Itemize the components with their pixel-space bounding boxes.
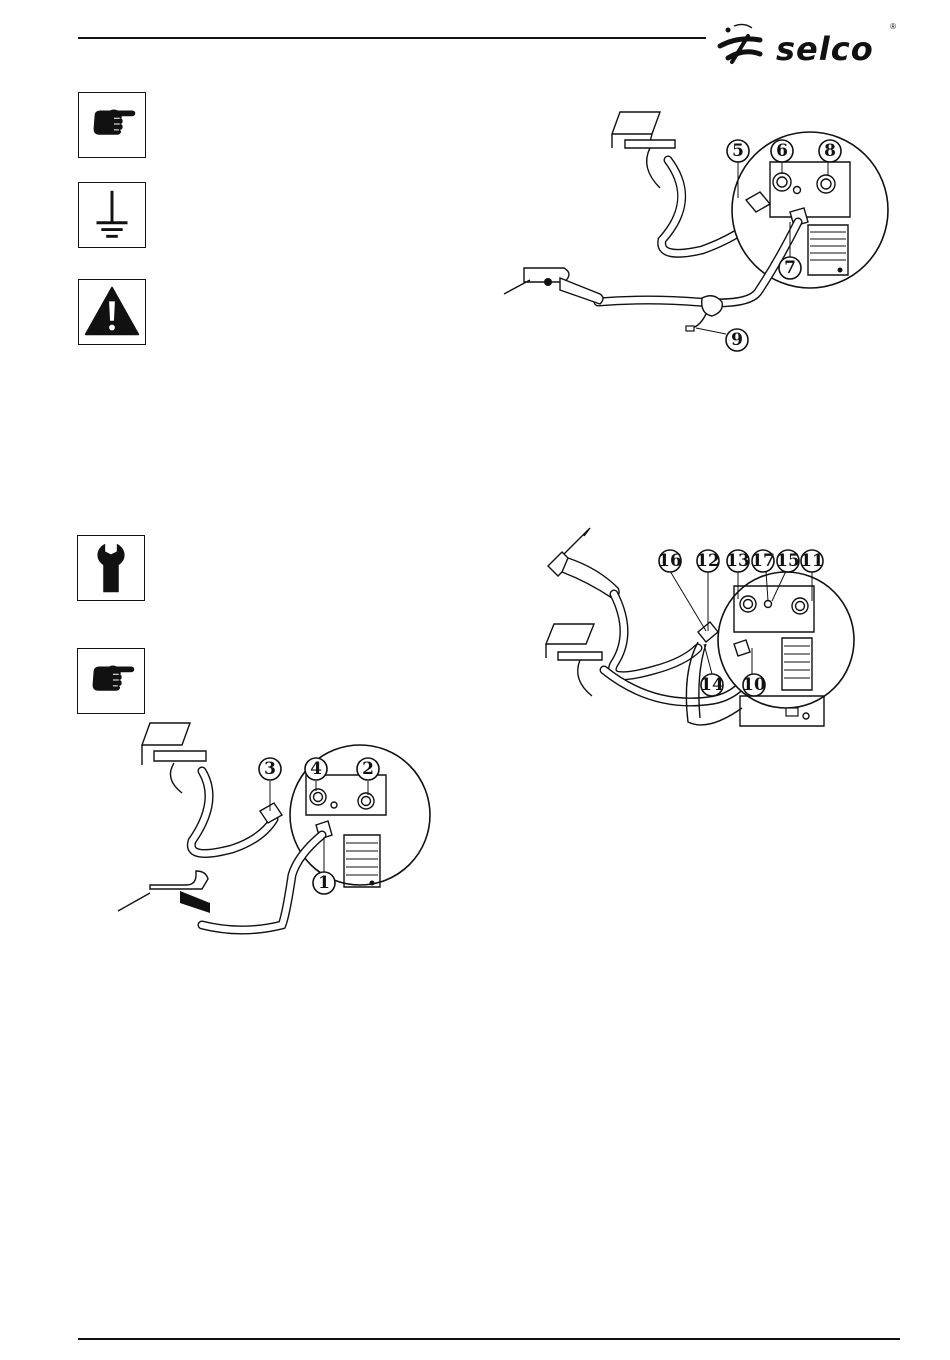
header-rule <box>78 37 706 39</box>
svg-text:15: 15 <box>776 551 800 571</box>
svg-text:5: 5 <box>732 141 744 161</box>
svg-text:13: 13 <box>726 551 750 571</box>
callout-14: 14 <box>700 674 724 696</box>
callout-6: 6 <box>771 140 793 162</box>
selco-swirl-logo-icon <box>714 20 774 70</box>
callout-9: 9 <box>726 329 748 351</box>
callout-10: 10 <box>742 674 766 696</box>
svg-text:16: 16 <box>658 551 682 571</box>
wrench-icon <box>78 536 144 600</box>
callout-3: 3 <box>259 758 281 780</box>
note-box-1 <box>78 92 146 158</box>
tig-connection-figure: 16 12 13 17 15 11 14 10 <box>520 520 860 750</box>
logo-wordmark: selco <box>776 30 874 68</box>
svg-text:12: 12 <box>696 551 720 571</box>
pointing-hand-icon <box>79 93 145 157</box>
svg-text:11: 11 <box>800 551 824 571</box>
svg-text:9: 9 <box>731 330 743 350</box>
callout-12: 12 <box>696 550 720 572</box>
svg-text:3: 3 <box>264 759 276 779</box>
callout-13: 13 <box>726 550 750 572</box>
svg-text:4: 4 <box>310 759 322 779</box>
warning-triangle-icon <box>79 280 145 344</box>
mig-connection-figure: 5 6 8 7 9 <box>490 100 910 360</box>
callout-8: 8 <box>819 140 841 162</box>
selco-logo: selco ® <box>714 20 896 70</box>
callout-15: 15 <box>776 550 800 572</box>
svg-text:10: 10 <box>742 675 766 695</box>
note-box-2 <box>78 182 146 248</box>
callout-16: 16 <box>658 550 682 572</box>
svg-text:7: 7 <box>784 258 796 278</box>
svg-text:14: 14 <box>700 675 724 695</box>
mma-connection-figure: 3 4 2 1 <box>110 715 440 945</box>
footer-rule <box>78 1338 900 1340</box>
callout-4: 4 <box>305 758 327 780</box>
svg-text:2: 2 <box>362 759 374 779</box>
callout-11: 11 <box>800 550 824 572</box>
callout-7: 7 <box>779 257 801 279</box>
logo-registered-mark: ® <box>890 22 896 31</box>
svg-text:8: 8 <box>824 141 836 161</box>
callout-17: 17 <box>751 550 775 572</box>
callout-5: 5 <box>727 140 749 162</box>
ground-symbol-icon <box>79 183 145 247</box>
pointing-hand-icon <box>78 649 144 713</box>
callout-1: 1 <box>313 872 335 894</box>
svg-text:1: 1 <box>318 873 330 893</box>
note-box-5 <box>77 648 145 714</box>
note-box-3 <box>78 279 146 345</box>
note-box-4 <box>77 535 145 601</box>
callout-2: 2 <box>357 758 379 780</box>
svg-text:17: 17 <box>751 551 775 571</box>
svg-text:6: 6 <box>776 141 788 161</box>
